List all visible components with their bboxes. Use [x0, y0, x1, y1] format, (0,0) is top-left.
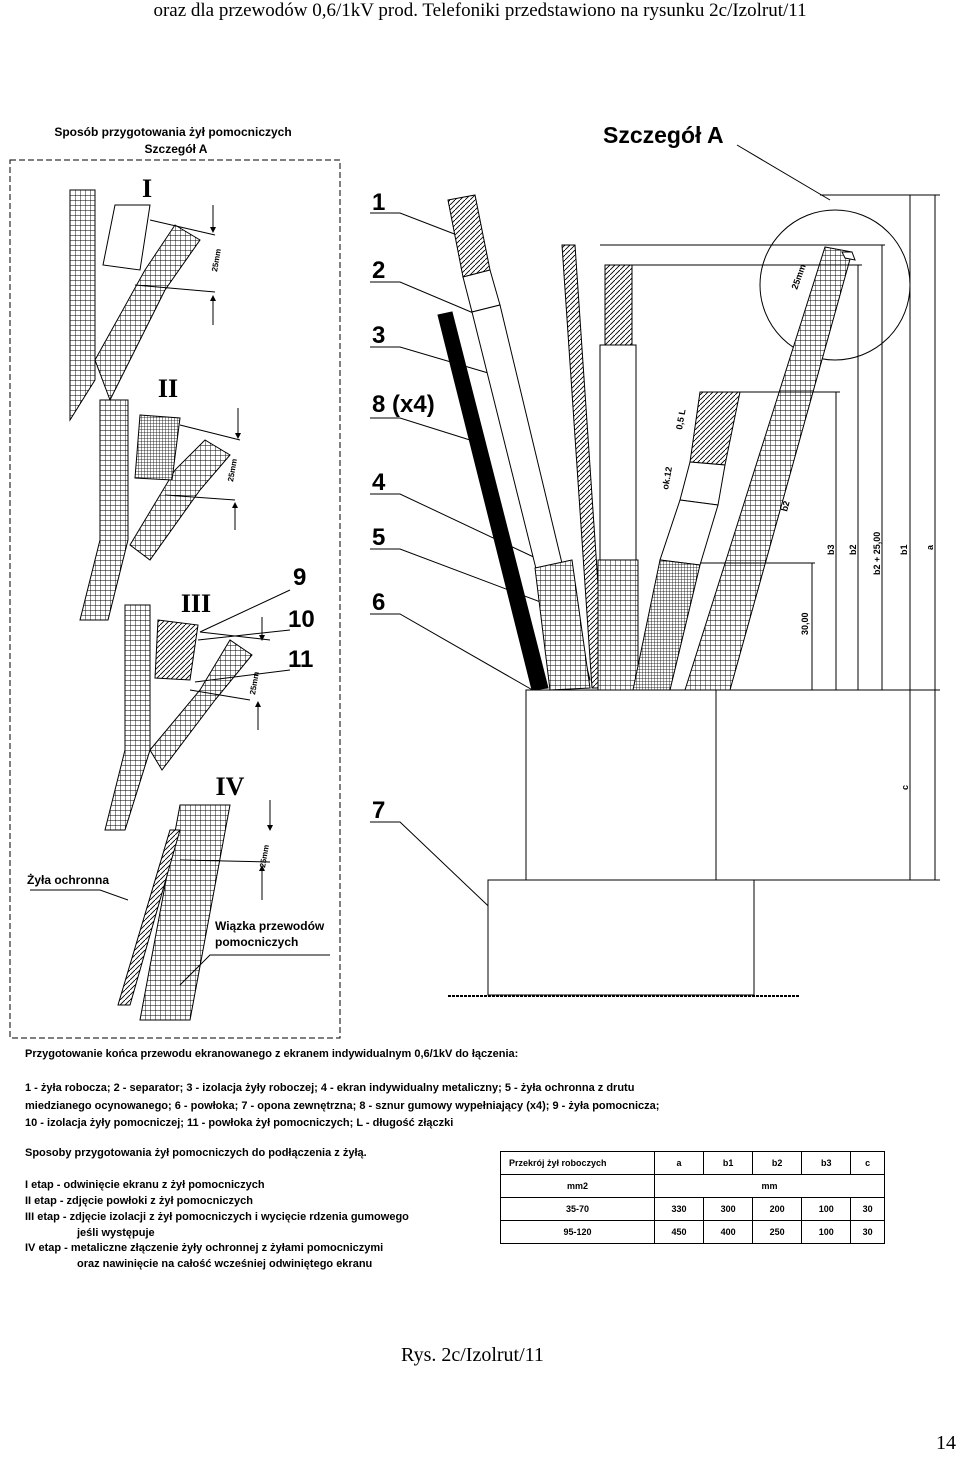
callout-7: 7	[372, 797, 385, 824]
callout-4: 4	[372, 469, 386, 496]
dim-25mm-2: 25mm	[226, 458, 239, 482]
dim-05l: 0,5 L	[674, 408, 687, 430]
table-header-row: Przekrój żył roboczych a b1 b2 b3 c	[500, 1151, 885, 1175]
left-panel-frame	[9, 159, 341, 1039]
stage-label-1: I	[142, 174, 152, 203]
table-cell: 100	[801, 1197, 852, 1221]
table-cell: 100	[801, 1220, 852, 1244]
callout-11: 11	[288, 646, 313, 673]
table-cell: 30	[850, 1220, 885, 1244]
stage-line-1: I etap - odwinięcie ekranu z żył pomocni…	[25, 1179, 265, 1191]
legend-parts-line-3: 10 - izolacja żyły pomocniczej; 11 - pow…	[25, 1117, 454, 1129]
cable-assembly	[437, 194, 856, 691]
stage-3-drawing	[104, 589, 291, 831]
dim-30: 30,00	[800, 612, 810, 635]
table-cell: 300	[703, 1197, 754, 1221]
stage-line-3b: jeśli występuje	[77, 1227, 155, 1239]
dim-b2: b2	[848, 544, 858, 555]
dim-ok12: ok.12	[660, 466, 674, 490]
dim-b1: b1	[899, 544, 909, 555]
detail-title: Szczegół A	[603, 122, 724, 148]
dim-b2-25: b2 + 25,00	[872, 532, 882, 575]
stage-4-drawing	[30, 800, 330, 1021]
stage-label-3: III	[181, 589, 211, 618]
stage-line-4b: oraz nawinięcie na całość wcześniej odwi…	[77, 1258, 373, 1270]
stage-line-2: II etap - zdjęcie powłoki z żył pomocnic…	[25, 1195, 253, 1207]
table-cell: 250	[752, 1220, 803, 1244]
callout-3: 3	[372, 322, 385, 349]
outer-sheath	[525, 689, 717, 881]
left-panel-subtitle: Szczegół A	[145, 142, 208, 156]
table-unit-row: mm2 mm	[500, 1174, 885, 1198]
label-wiazka-2: pomocniczych	[215, 935, 298, 949]
dimension-labels: 25mm 0,5 L ok.12 b2 b3 b2 b2 + 25,00 b1 …	[660, 263, 935, 790]
dim-a: a	[925, 544, 935, 550]
table-cell: 450	[653, 1220, 705, 1244]
table-cell: 330	[653, 1197, 705, 1221]
label-zyla-ochronna: Żyła ochronna	[27, 872, 109, 887]
table-header-cell: a	[653, 1151, 705, 1175]
stage-2-drawing	[79, 399, 241, 621]
table-unit-cell: mm2	[500, 1174, 655, 1198]
table-header-cell: b1	[703, 1151, 754, 1175]
dim-25mm-4: 25mm	[258, 844, 271, 868]
dimensions-table: Przekrój żył roboczych a b1 b2 b3 c mm2 …	[500, 1151, 885, 1244]
table-header-cell: c	[850, 1151, 885, 1175]
stage-line-3: III etap - zdjęcie izolacji z żył pomocn…	[25, 1211, 409, 1223]
dim-25mm-3: 25mm	[248, 671, 261, 695]
figure-caption: Rys. 2c/Izolrut/11	[401, 1344, 544, 1366]
stage-1-drawing	[69, 189, 216, 422]
table-cell: 400	[703, 1220, 754, 1244]
dim-b2-diag: b2	[779, 500, 791, 513]
page-header: oraz dla przewodów 0,6/1kV prod. Telefon…	[153, 0, 807, 21]
callout-5: 5	[372, 524, 385, 551]
stage-label-2: II	[158, 374, 178, 403]
callout-2: 2	[372, 257, 385, 284]
legend-methods-heading: Sposoby przygotowania żył pomocniczych d…	[25, 1147, 367, 1159]
dim-c: c	[900, 785, 910, 790]
table-row: 95-120 450 400 250 100 30	[500, 1220, 885, 1244]
legend-parts-line-1: 1 - żyła robocza; 2 - separator; 3 - izo…	[25, 1082, 635, 1094]
base-block	[487, 879, 755, 996]
left-panel-title: Sposób przygotowania żył pomocniczych	[54, 125, 291, 139]
stage-line-4: IV etap - metaliczne złączenie żyły ochr…	[25, 1242, 384, 1254]
dim-detail-25mm: 25mm	[789, 263, 807, 291]
table-cell: 35-70	[500, 1197, 655, 1221]
callout-8: 8 (x4)	[372, 391, 435, 418]
dim-25mm-1: 25mm	[210, 248, 223, 272]
table-header-cell: b3	[801, 1151, 852, 1175]
table-cell: 30	[850, 1197, 885, 1221]
dim-b3: b3	[826, 544, 836, 555]
table-row: 35-70 330 300 200 100 30	[500, 1197, 885, 1221]
table-cell: 200	[752, 1197, 803, 1221]
label-wiazka-1: Wiązka przewodów	[215, 919, 325, 933]
callout-9: 9	[293, 564, 306, 591]
callout-10: 10	[288, 606, 315, 633]
page-number: 14	[936, 1432, 956, 1454]
table-unit-cell: mm	[654, 1174, 885, 1198]
table-cell: 95-120	[500, 1220, 655, 1244]
callout-6: 6	[372, 589, 385, 616]
legend-parts-line-2: miedzianego ocynowanego; 6 - powłoka; 7 …	[25, 1100, 660, 1112]
table-header-cell: Przekrój żył roboczych	[500, 1151, 655, 1175]
legend-heading: Przygotowanie końca przewodu ekranowaneg…	[25, 1048, 519, 1060]
table-header-cell: b2	[752, 1151, 803, 1175]
callout-1: 1	[372, 189, 385, 216]
stage-label-4: IV	[216, 772, 245, 801]
